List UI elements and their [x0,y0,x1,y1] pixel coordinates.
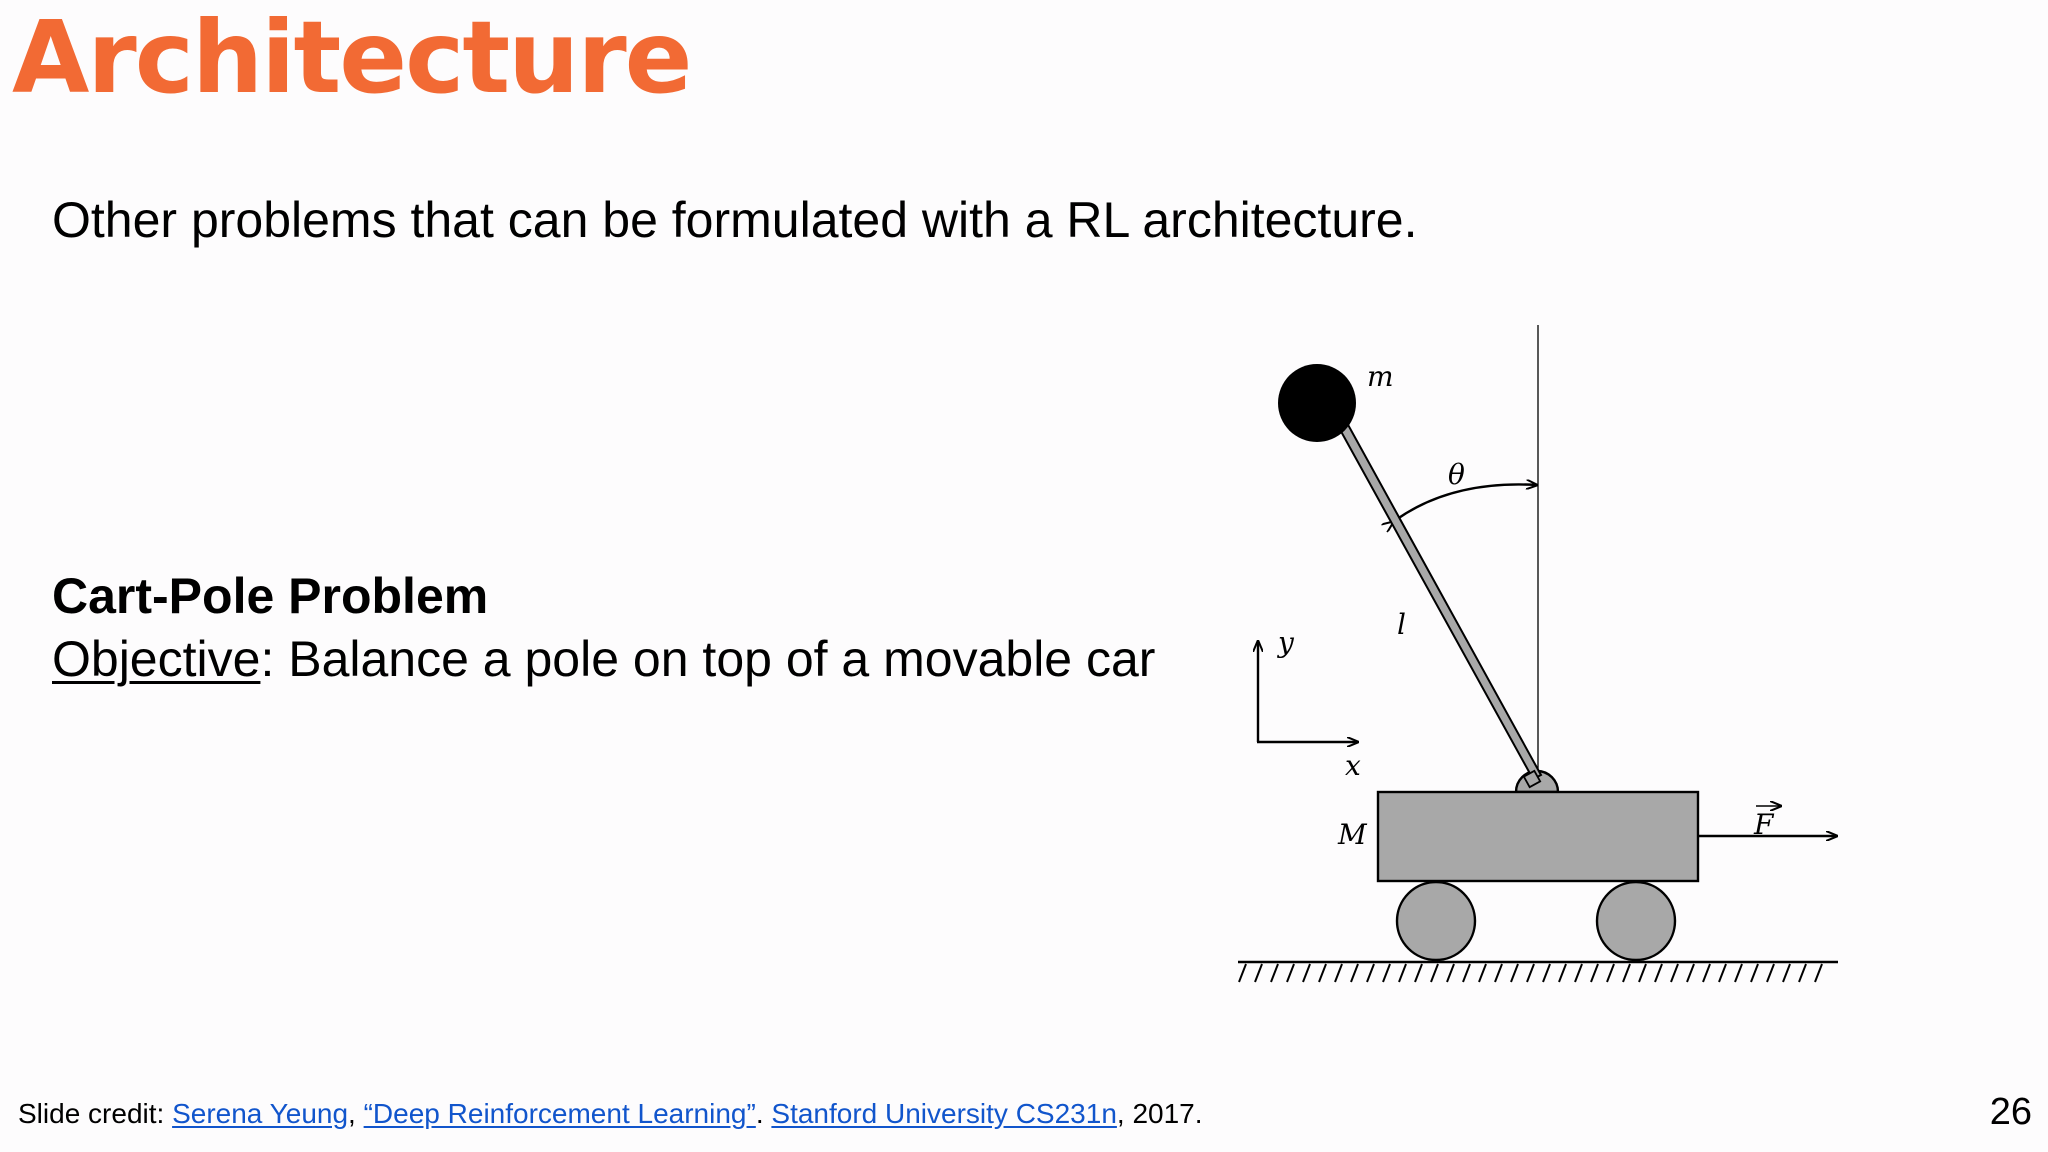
angle-arc [1393,484,1537,522]
angle-label: θ [1448,458,1465,491]
pole-hinge [1522,769,1542,789]
credit-author-link[interactable]: Serena Yeung [172,1098,349,1129]
problem-block: Cart-Pole Problem Objective: Balance a p… [52,565,1222,691]
pole [1320,390,1543,781]
credit-course-link[interactable]: Stanford University CS231n [771,1098,1117,1129]
pole-mass [1278,364,1356,442]
intro-text: Other problems that can be formulated wi… [52,192,1418,248]
objective-line: Objective: Balance a pole on top of a mo… [52,628,1222,691]
ground [1238,960,1838,983]
credit-separator: , [348,1098,364,1129]
page-number: 26 [1989,1091,2032,1133]
slide-title: Architecture [12,0,692,116]
pole-length-label: l [1397,608,1406,641]
pole-mass-label: m [1367,360,1394,393]
force-label: F [1753,808,1775,841]
y-axis-label: y [1276,626,1295,659]
problem-title: Cart-Pole Problem [52,568,489,624]
objective-text: : Balance a pole on top of a movable car [260,631,1156,687]
x-axis-label: x [1345,749,1361,782]
cart-mass-label: M [1337,818,1368,851]
credit-talk-link[interactable]: “Deep Reinforcement Learning” [363,1098,756,1129]
left-wheel [1395,880,1477,962]
credit-separator: . [755,1098,772,1129]
ground-hatching [1238,963,1823,983]
credit-suffix: , 2017. [1116,1098,1203,1129]
right-wheel [1595,880,1677,962]
cart-body [1376,790,1700,883]
objective-label: Objective [52,631,261,687]
credit-prefix: Slide credit: [18,1098,173,1129]
slide-credit: Slide credit: Serena Yeung, “Deep Reinfo… [18,1097,1203,1131]
